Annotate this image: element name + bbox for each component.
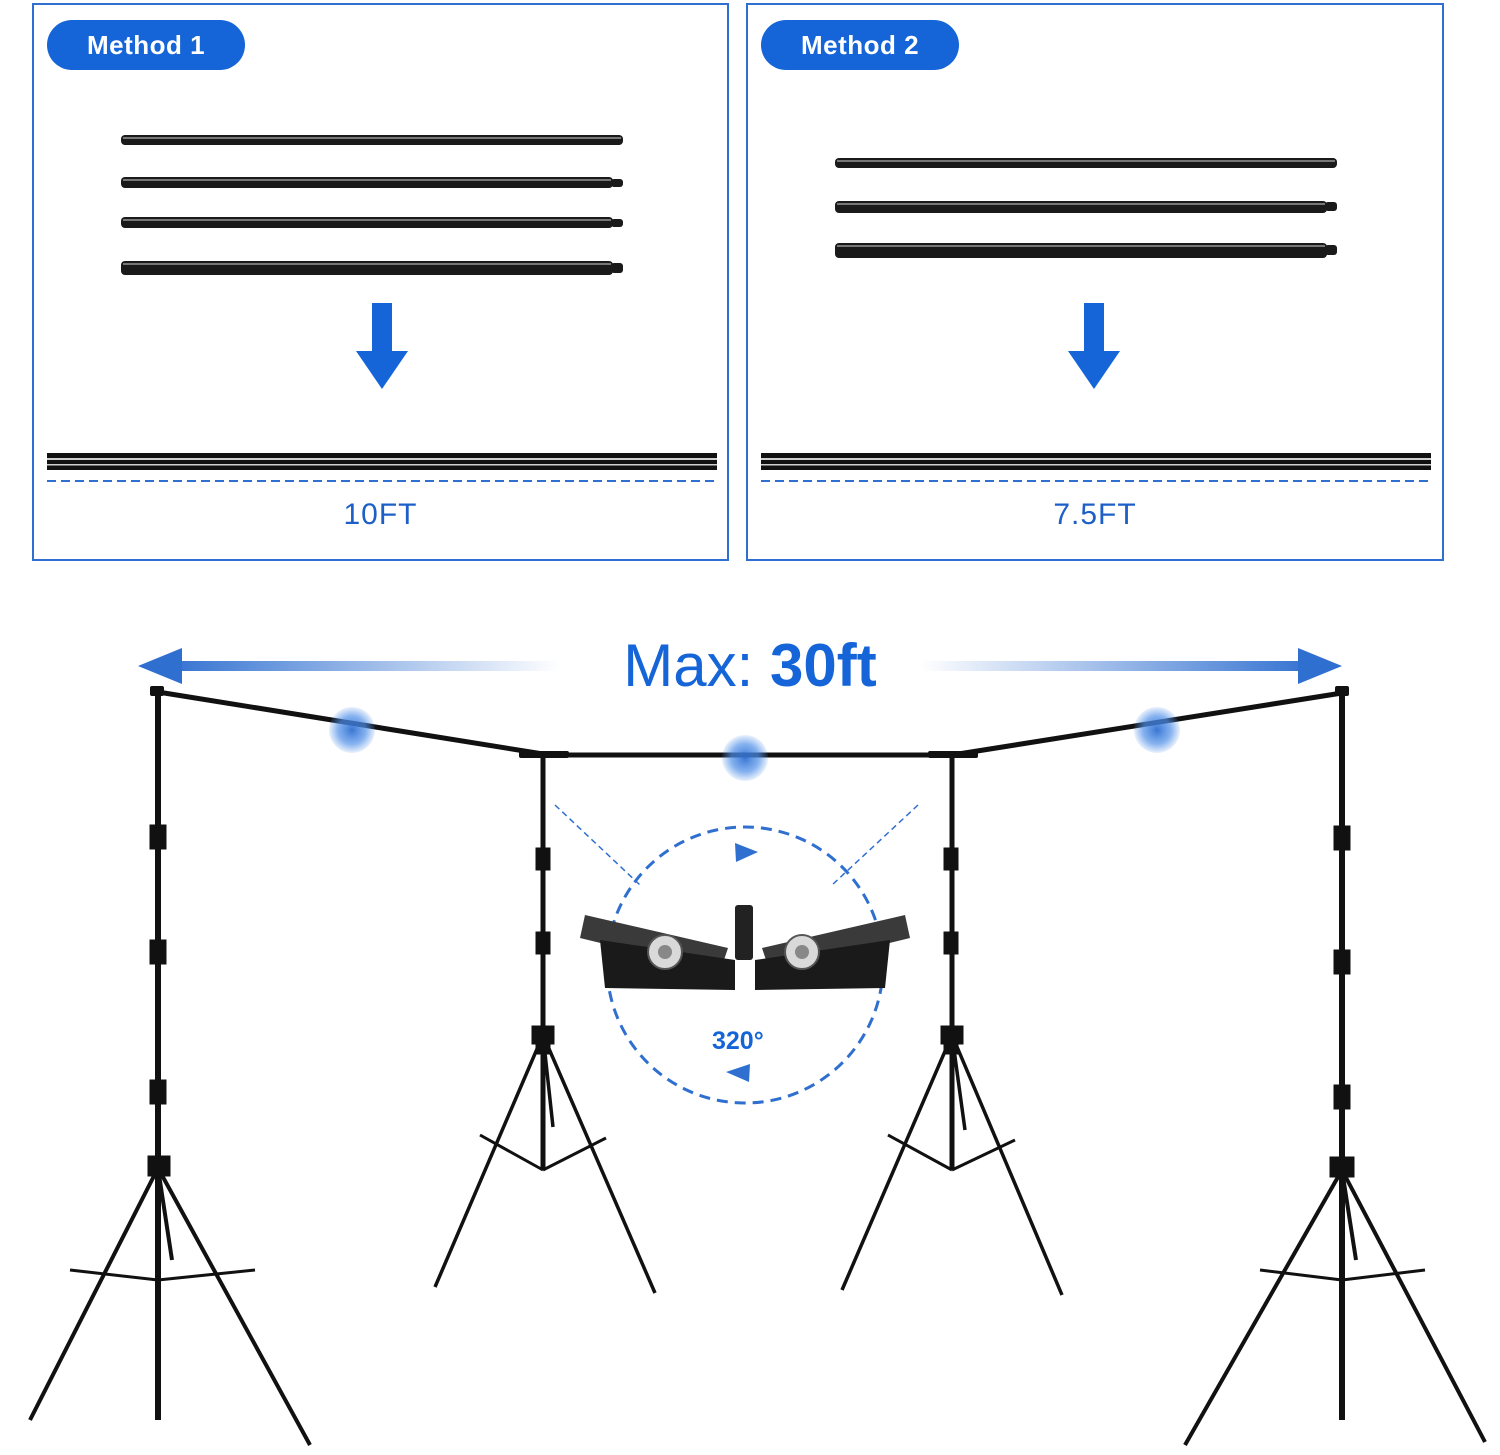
joint-zoom bbox=[554, 804, 919, 1105]
pole bbox=[121, 261, 623, 275]
double-arrow-icon bbox=[138, 648, 1342, 684]
pole bbox=[121, 135, 623, 145]
length-label-10ft: 10FT bbox=[343, 498, 418, 531]
light-stand bbox=[433, 755, 657, 1294]
pole bbox=[835, 158, 1337, 168]
method-1-illustration bbox=[47, 135, 717, 482]
rotation-angle-label: 320° bbox=[712, 1027, 764, 1055]
arrow-down-icon bbox=[356, 303, 408, 389]
assembled-crossbar bbox=[761, 453, 1431, 470]
pole bbox=[835, 201, 1337, 213]
length-label-7-5ft: 7.5FT bbox=[1053, 498, 1137, 531]
separate-poles bbox=[835, 158, 1337, 258]
method-2-illustration bbox=[761, 158, 1431, 482]
pole bbox=[121, 217, 623, 228]
separate-poles bbox=[121, 135, 623, 275]
light-stand bbox=[28, 692, 312, 1446]
light-stand bbox=[1183, 693, 1487, 1446]
max-span-prefix: Max: bbox=[623, 632, 754, 699]
assembled-crossbar bbox=[47, 453, 717, 470]
max-span-value: 30ft bbox=[770, 632, 877, 699]
method-2-panel: Method 2 7.5FT bbox=[746, 3, 1444, 561]
rotation-arrow-icon bbox=[726, 843, 758, 1082]
method-1-badge: Method 1 bbox=[47, 20, 246, 70]
method-2-badge: Method 2 bbox=[761, 20, 960, 70]
crossbar-joint-closeup bbox=[580, 905, 910, 990]
joint-highlight bbox=[329, 707, 1180, 781]
method-1-panel: Method 1 10FT bbox=[32, 3, 729, 561]
pole bbox=[835, 243, 1337, 258]
backdrop-stand-illustration bbox=[28, 648, 1487, 1446]
max-span-label: Max: 30ft bbox=[0, 626, 1500, 706]
arrow-down-icon bbox=[1068, 303, 1120, 389]
light-stand bbox=[840, 755, 1064, 1296]
pole bbox=[121, 177, 623, 188]
